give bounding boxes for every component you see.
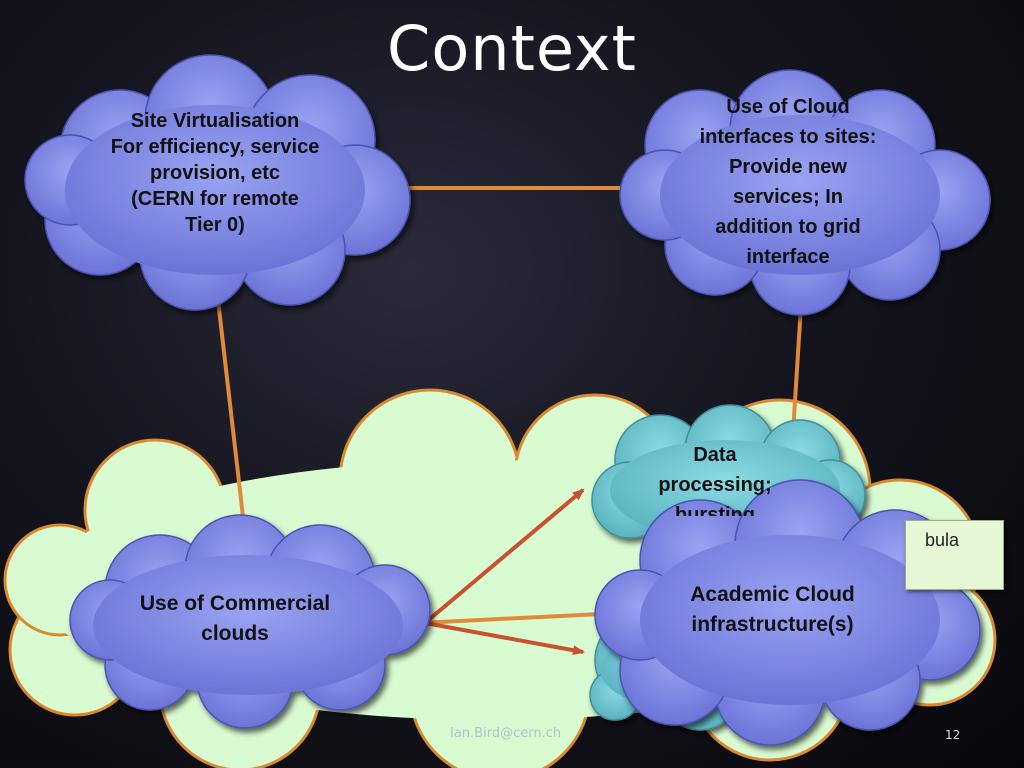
site-virtualisation-cloud bbox=[24, 54, 411, 311]
site-virtualisation-label: Site Virtualisation For efficiency, serv… bbox=[110, 110, 320, 236]
footer-email: Ian.Bird@cern.ch bbox=[450, 726, 562, 741]
slide-number: 12 bbox=[945, 728, 961, 742]
nebula-label-box bbox=[905, 520, 1004, 590]
commercial-cloud-label: Use of Commercial clouds bbox=[139, 592, 331, 646]
cloud-interfaces-cloud bbox=[619, 69, 991, 316]
data-processing-label: Data processing; bursting bbox=[658, 444, 772, 516]
arrow-to-data-processing bbox=[423, 488, 585, 625]
commercial-cloud bbox=[69, 514, 431, 729]
nebula-partial-text: bula bbox=[925, 530, 960, 550]
cloud-interfaces-label: Use of Cloud interfaces to sites: Provid… bbox=[699, 96, 877, 268]
slide-title: Context bbox=[387, 12, 637, 85]
academic-cloud-label: Academic Cloud infrastructure(s) bbox=[690, 583, 855, 637]
arrow-to-lower-cloud bbox=[424, 621, 585, 656]
academic-cloud bbox=[594, 479, 981, 746]
